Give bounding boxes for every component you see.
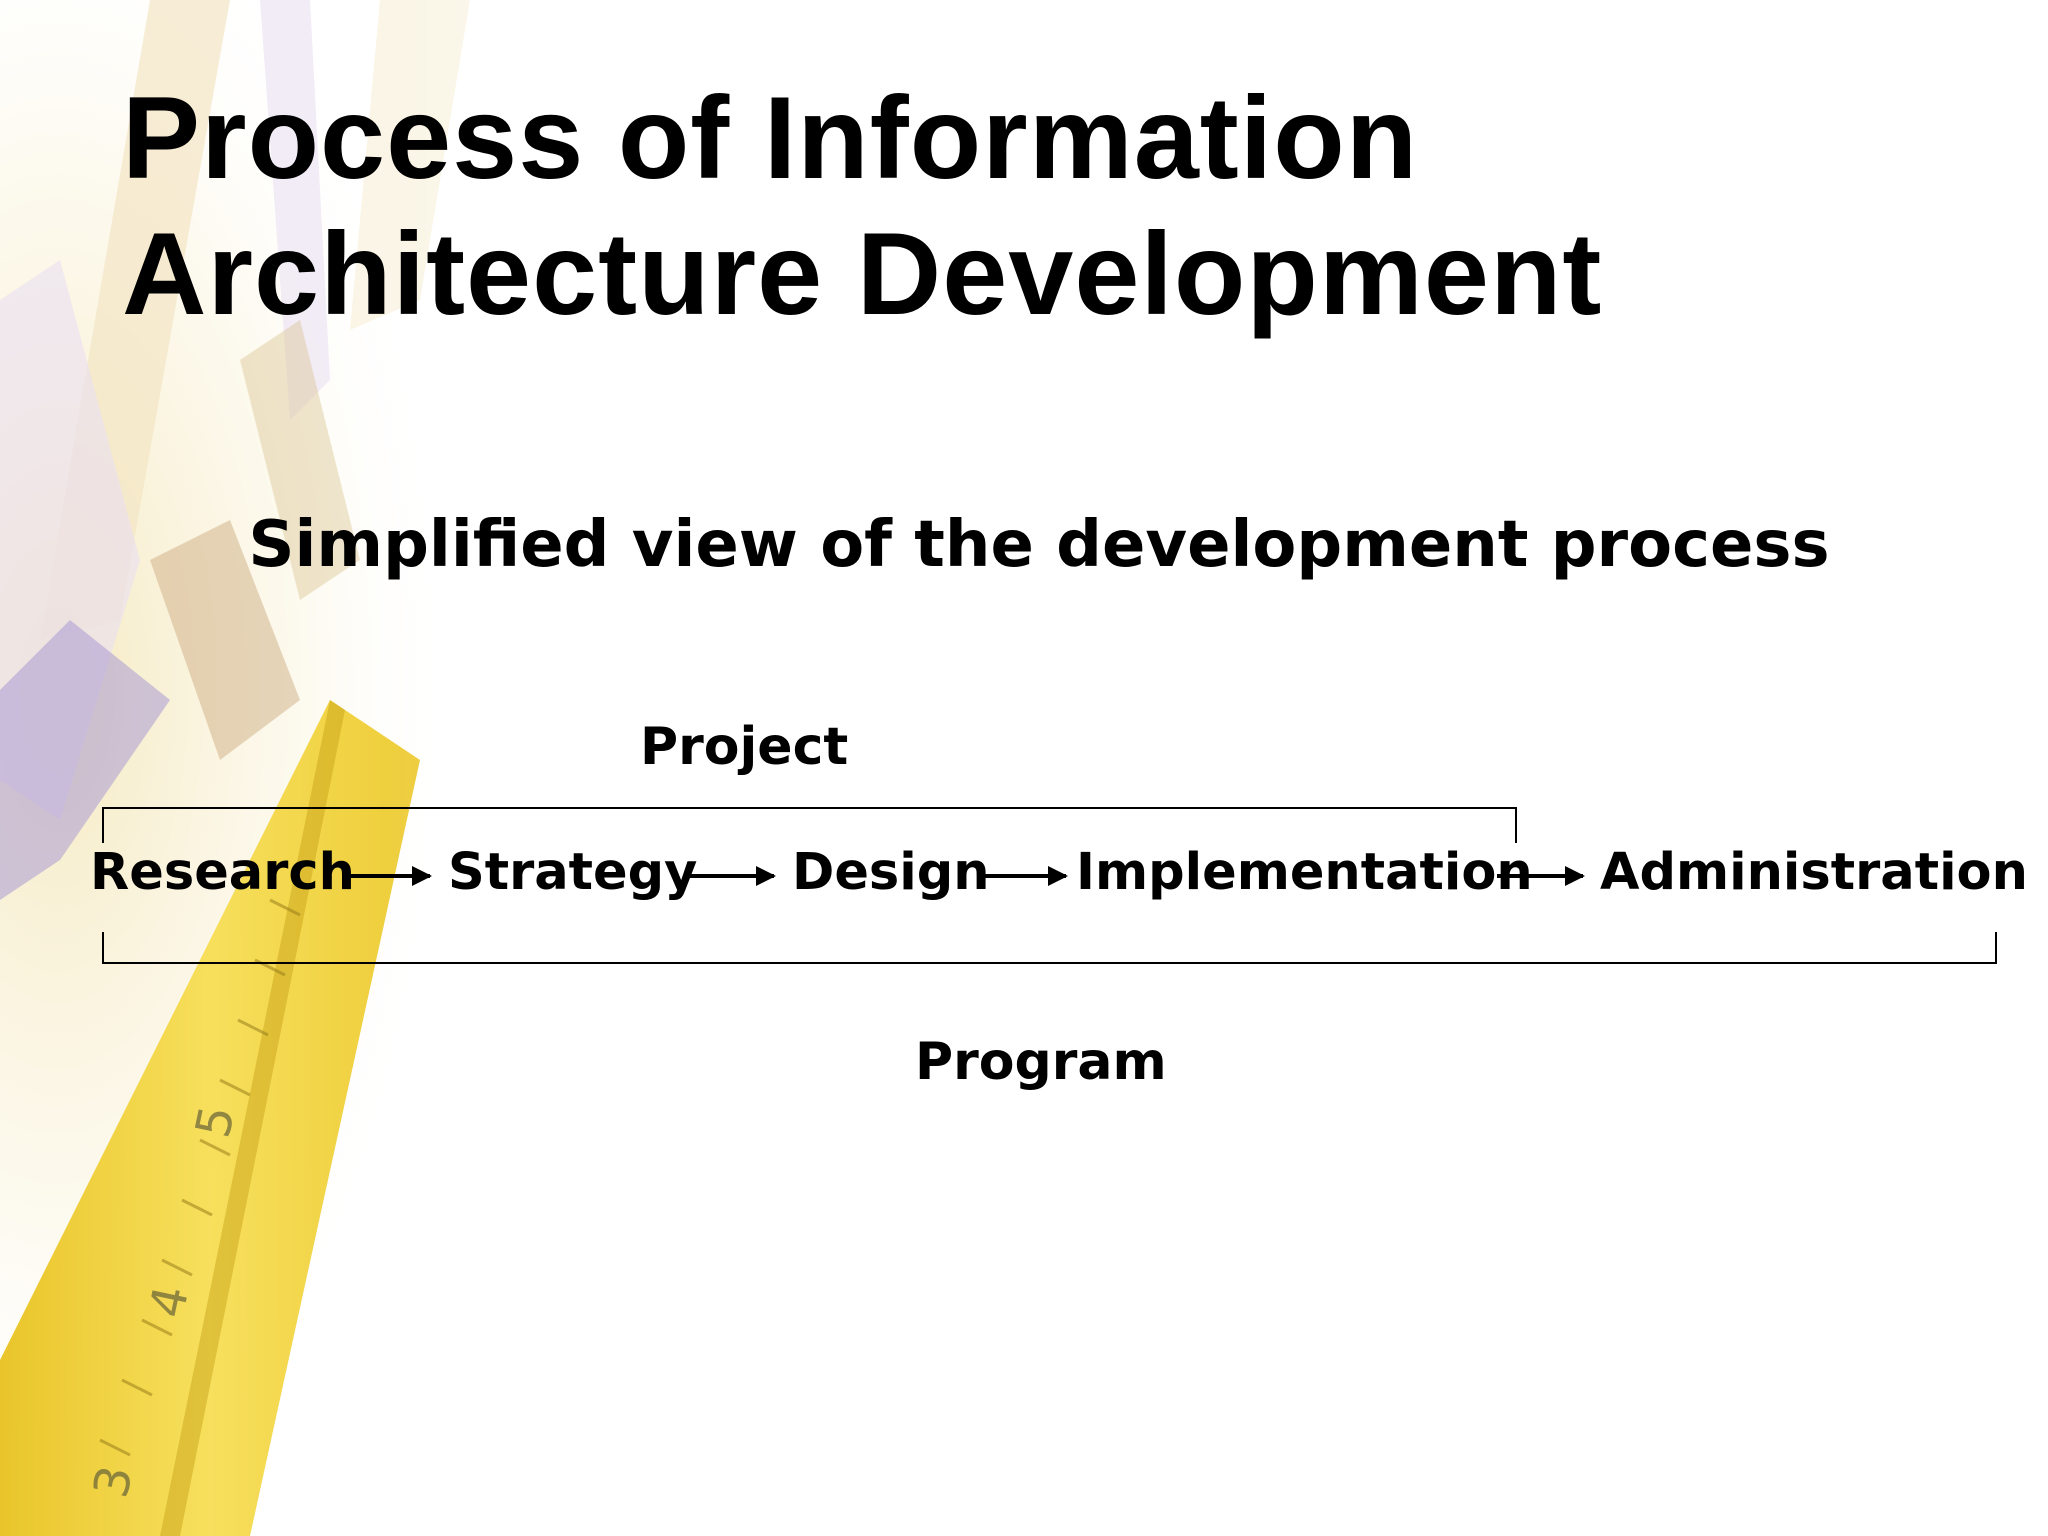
- slide-subtitle: Simplified view of the development proce…: [248, 508, 1830, 582]
- project-bracket: [102, 807, 1517, 843]
- slide-title-line-2: Architecture Development: [122, 208, 1603, 339]
- project-label: Project: [640, 717, 849, 777]
- step-strategy: Strategy: [448, 843, 698, 902]
- slide-title-line-1: Process of Information: [122, 72, 1419, 203]
- step-administration: Administration: [1600, 843, 2028, 902]
- slide-title: Process of Information Architecture Deve…: [122, 70, 1602, 342]
- program-bracket: [102, 932, 1997, 964]
- step-implementation: Implementation: [1076, 843, 1533, 902]
- step-research: Research: [90, 843, 355, 902]
- program-label: Program: [915, 1032, 1167, 1092]
- step-design: Design: [792, 843, 990, 902]
